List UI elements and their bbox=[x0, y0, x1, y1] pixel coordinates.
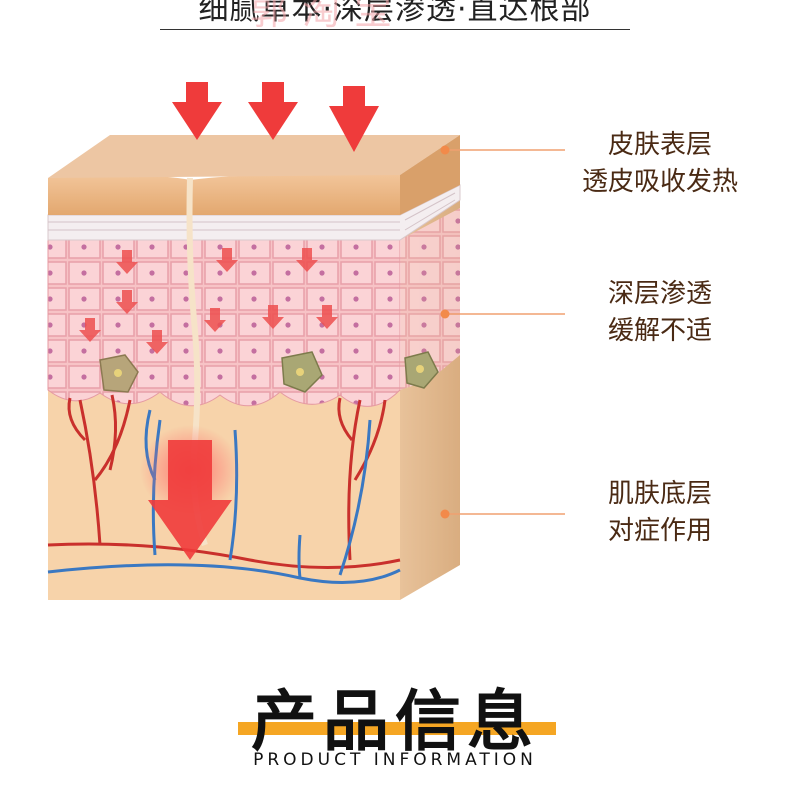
watermark: 郭淘宝 bbox=[250, 0, 407, 32]
arrow-down-icon bbox=[172, 82, 222, 140]
leader-dot bbox=[440, 145, 450, 155]
artery-network bbox=[47, 394, 401, 569]
label-desc: 缓解不适 bbox=[607, 316, 712, 346]
leader-dot bbox=[440, 309, 450, 319]
label-skin-surface: 皮肤表层 透皮吸收发热 bbox=[565, 127, 755, 201]
label-title: 深层渗透 bbox=[607, 279, 712, 309]
top-tagline: 细腻草本·深层渗透·直达根部 bbox=[198, 0, 592, 27]
skin-layer-diagram bbox=[47, 82, 565, 600]
top-arrows bbox=[172, 82, 379, 152]
label-desc: 透皮吸收发热 bbox=[581, 167, 738, 197]
leader-lines bbox=[445, 149, 565, 515]
damaged-cell-core bbox=[114, 369, 122, 377]
cell-layer-side bbox=[400, 208, 460, 390]
deep-penetration-arrow-icon bbox=[148, 440, 232, 560]
leader-dot bbox=[440, 509, 450, 519]
label-skin-base: 肌肤底层 对症作用 bbox=[565, 476, 755, 550]
section-title: 产品信息 bbox=[251, 683, 539, 760]
title-accent-bar bbox=[238, 722, 556, 735]
damaged-cell-core bbox=[416, 365, 424, 373]
epidermis-side bbox=[400, 135, 460, 215]
top-banner: 细腻草本·深层渗透·直达根部 郭淘宝 bbox=[0, 0, 790, 32]
small-arrows bbox=[79, 248, 338, 354]
epidermis-layer bbox=[48, 174, 400, 215]
label-title: 肌肤底层 bbox=[607, 479, 712, 509]
label-deep-penetration: 深层渗透 缓解不适 bbox=[565, 276, 755, 350]
block-top-face bbox=[48, 135, 460, 178]
top-divider bbox=[160, 29, 630, 30]
label-desc: 对症作用 bbox=[607, 516, 712, 546]
label-title: 皮肤表层 bbox=[607, 130, 712, 160]
arrow-down-icon bbox=[248, 82, 298, 140]
arrow-down-icon bbox=[329, 86, 379, 152]
damaged-cell-core bbox=[296, 368, 304, 376]
section-subtitle: PRODUCT INFORMATION bbox=[253, 750, 537, 770]
